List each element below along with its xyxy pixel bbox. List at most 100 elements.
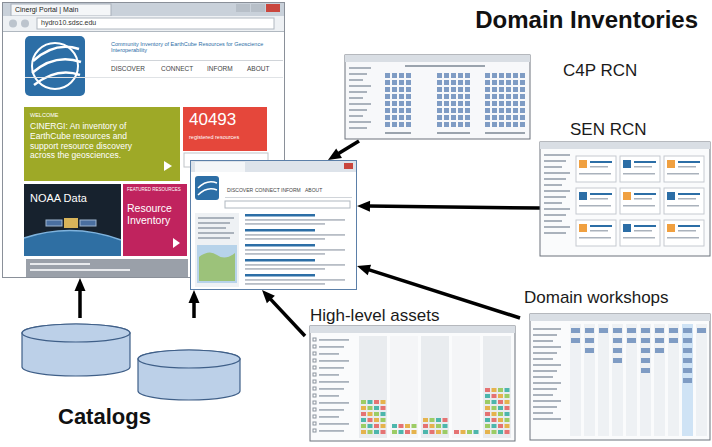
inventory-cell <box>405 424 410 428</box>
text-line <box>319 367 344 369</box>
text-line <box>533 334 557 336</box>
node-art <box>540 120 710 258</box>
text-line <box>590 230 608 232</box>
inventory-cell <box>641 358 650 363</box>
inventory-cell <box>499 80 504 85</box>
inventory-cell <box>374 418 379 422</box>
text-line <box>533 418 561 420</box>
text-line <box>533 346 561 348</box>
inventory-cell <box>437 101 442 106</box>
inventory-cell <box>451 122 456 127</box>
text-line <box>544 208 570 210</box>
text-line <box>634 230 652 232</box>
inventory-cell <box>374 412 379 416</box>
inventory-cell <box>498 388 503 392</box>
tile-title: Resource Inventory <box>127 202 183 226</box>
inventory-cell <box>520 94 525 99</box>
inventory-cell <box>498 418 503 422</box>
inventory-cell <box>436 430 441 434</box>
text-line <box>533 406 557 408</box>
inventory-cell <box>385 115 390 120</box>
node-art <box>191 161 356 289</box>
inventory-column <box>452 336 480 438</box>
arrow-glyph <box>173 238 180 248</box>
text-line <box>533 382 561 384</box>
inventory-cell <box>443 424 448 428</box>
header-rule <box>111 60 283 61</box>
result-link <box>245 229 315 232</box>
text-line <box>319 402 349 404</box>
text-line <box>198 217 234 219</box>
inventory-column <box>584 324 595 436</box>
inventory-cell <box>498 406 503 410</box>
text-line <box>623 173 655 175</box>
inventory-cell <box>505 424 510 428</box>
inventory-cell <box>492 80 497 85</box>
resource-count: 40493 <box>189 110 236 130</box>
arrow-connector <box>357 201 540 212</box>
inventory-cell <box>406 115 411 120</box>
checkbox <box>313 415 316 418</box>
inventory-column <box>570 324 581 436</box>
tile-kicker: FEATURED RESOURCES <box>127 187 181 192</box>
group-label: Catalogs <box>58 404 151 429</box>
text-line <box>245 253 325 255</box>
inventory-cell <box>399 101 404 106</box>
window-button <box>266 4 280 12</box>
inventory-cell <box>458 73 463 78</box>
card-icon <box>623 192 631 200</box>
inventory-cell <box>492 412 497 416</box>
inventory-cell <box>492 122 497 127</box>
checkbox <box>313 408 316 411</box>
inventory-cell <box>374 424 379 428</box>
inventory-cell <box>492 418 497 422</box>
inventory-cell <box>505 400 510 404</box>
inventory-cell <box>492 87 497 92</box>
inventory-cell <box>641 348 650 353</box>
inventory-cell <box>443 430 448 434</box>
inventory-column <box>626 324 637 436</box>
inventory-cell <box>499 115 504 120</box>
earth-curve <box>24 230 121 256</box>
inventory-cell <box>399 108 404 113</box>
inventory-cell <box>513 80 518 85</box>
text-line <box>544 196 566 198</box>
inventory-cell <box>451 108 456 113</box>
text-line <box>319 395 339 397</box>
browser-toolbar <box>3 16 284 31</box>
text-line <box>349 67 371 69</box>
database-cylinder <box>138 350 240 400</box>
panel-label: C4P RCN <box>563 61 637 81</box>
inventory-cell <box>385 87 390 92</box>
arrow-shaft <box>192 300 196 318</box>
inventory-cell <box>697 328 706 333</box>
inventory-cell <box>437 87 442 92</box>
inventory-card <box>576 156 616 182</box>
inventory-cell <box>412 430 417 434</box>
browser-chrome <box>310 326 515 333</box>
nav-item: ABOUT <box>247 65 269 72</box>
text-line <box>533 364 561 366</box>
inventory-cell <box>485 406 490 410</box>
inventory-cell <box>465 87 470 92</box>
inventory-cell <box>669 328 678 333</box>
text-line <box>544 178 566 180</box>
inventory-cell <box>368 430 373 434</box>
inventory-cell <box>485 122 490 127</box>
inventory-cell <box>385 108 390 113</box>
inventory-cell <box>374 400 379 404</box>
inventory-cell <box>655 338 664 343</box>
card-icon <box>667 160 675 168</box>
inventory-cell <box>399 430 404 434</box>
inventory-cell <box>655 348 664 353</box>
arrow-head <box>328 149 342 160</box>
count-tile: 40493registered resources <box>183 107 267 151</box>
inventory-cell <box>430 424 435 428</box>
inventory-cell <box>465 94 470 99</box>
text-line <box>245 219 345 221</box>
panel-label: Domain workshops <box>524 288 669 308</box>
inventory-cell <box>492 115 497 120</box>
inventory-cell <box>520 108 525 113</box>
inventory-cell <box>485 73 490 78</box>
